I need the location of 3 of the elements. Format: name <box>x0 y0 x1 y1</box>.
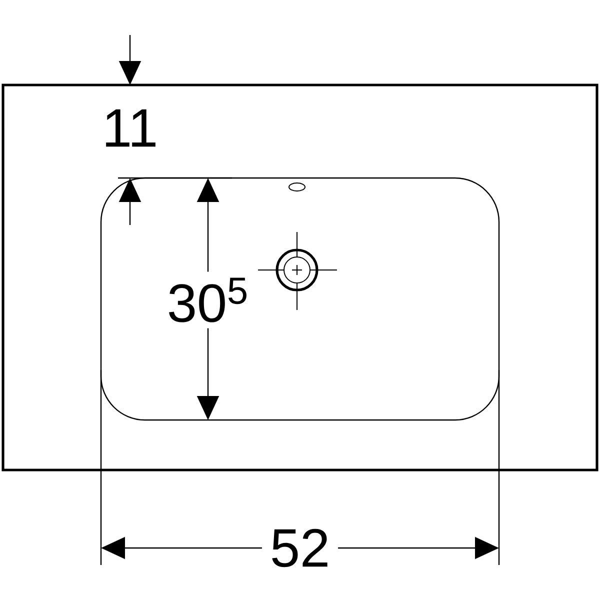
dimension-label: 30$^{5}$ <box>160 272 256 328</box>
dimension-label: 52 <box>262 520 338 576</box>
dimension-label: 11 <box>106 109 156 147</box>
